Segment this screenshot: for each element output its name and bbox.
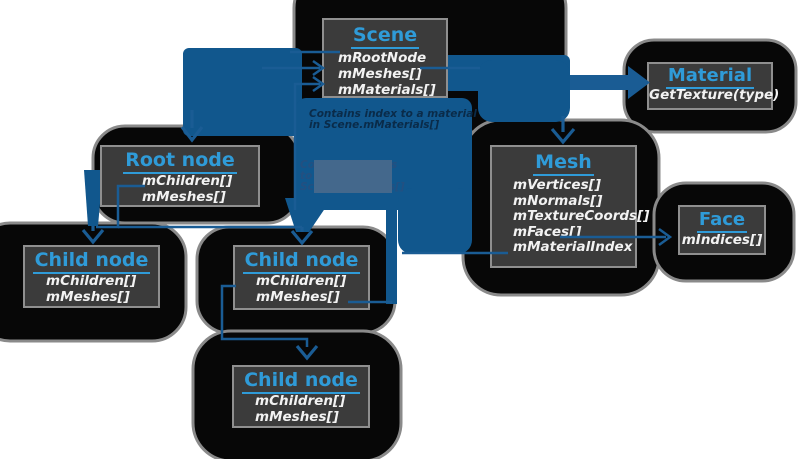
- child-middle-field-mmeshes: mMeshes[]: [256, 288, 340, 305]
- child-node-middle-box: Child node mChildren[] mMeshes[]: [233, 245, 370, 310]
- mesh-field-mnormals: mNormals[]: [513, 192, 603, 209]
- material-box: Material GetTexture(type): [647, 62, 780, 110]
- face-field-mindices: mIndices[]: [681, 232, 763, 248]
- note-overlay-rectangle: [314, 160, 392, 193]
- arrow-to-childbottom-head: [295, 344, 319, 361]
- mesh-title: Mesh: [492, 147, 635, 176]
- scene-field-mmeshes: mMeshes[]: [338, 66, 422, 82]
- arrow-to-childleft-head: [81, 228, 105, 245]
- scene-field-mmaterials: mMaterials[]: [338, 82, 436, 98]
- child-node-bottom-title: Child node: [234, 367, 368, 394]
- child-node-bottom-box: Child node mChildren[] mMeshes[]: [232, 365, 370, 428]
- child-node-left-title: Child node: [25, 247, 158, 274]
- scene-box: Scene mRootNode mMeshes[] mMaterials[]: [322, 18, 448, 98]
- child-bottom-field-mchildren: mChildren[]: [255, 393, 346, 409]
- child-node-left-box: Child node mChildren[] mMeshes[]: [23, 245, 160, 308]
- material-note-line2: in Scene.mMaterials[]: [309, 119, 440, 131]
- child-bottom-field-mmeshes: mMeshes[]: [255, 408, 339, 425]
- scene-field-mrootnode: mRootNode: [338, 50, 427, 66]
- mesh-field-mvertices: mVertices[]: [513, 177, 601, 193]
- funnel-to-middle-child: [285, 198, 332, 232]
- arrow-to-mesh-head: [550, 127, 576, 145]
- face-title: Face: [680, 207, 764, 233]
- child-left-field-mchildren: mChildren[]: [46, 273, 137, 289]
- mesh-field-mfaces: mFaces[]: [513, 223, 582, 240]
- root-field-mmeshes: mMeshes[]: [142, 188, 226, 205]
- child-middle-field-mchildren: mChildren[]: [256, 273, 347, 289]
- arrow-to-childmiddle-head: [290, 229, 314, 246]
- arrow-to-rootnode-head: [180, 126, 204, 143]
- thick-bar-meshes-index: [386, 198, 397, 304]
- child-node-middle-title: Child node: [235, 247, 368, 274]
- arrow-to-face-head: [658, 227, 673, 247]
- mesh-field-mtexturecoords: mTextureCoords[]: [513, 208, 650, 224]
- arrow-to-material: [570, 66, 650, 99]
- root-field-mchildren: mChildren[]: [142, 173, 233, 189]
- mesh-box: Mesh mVertices[] mNormals[] mTextureCoor…: [490, 145, 650, 268]
- scene-title: Scene: [324, 20, 446, 49]
- material-title: Material: [649, 64, 771, 89]
- root-node-box: Root node mChildren[] mMeshes[]: [100, 145, 260, 207]
- face-box: Face mIndices[]: [678, 205, 766, 255]
- mesh-field-mmaterialindex: mMaterialIndex: [513, 239, 633, 255]
- child-left-field-mmeshes: mMeshes[]: [46, 288, 130, 305]
- material-field-gettexture: GetTexture(type): [649, 87, 780, 103]
- material-index-note: Contains index to a material in Scene.mM…: [309, 109, 477, 131]
- root-node-title: Root node: [102, 147, 258, 174]
